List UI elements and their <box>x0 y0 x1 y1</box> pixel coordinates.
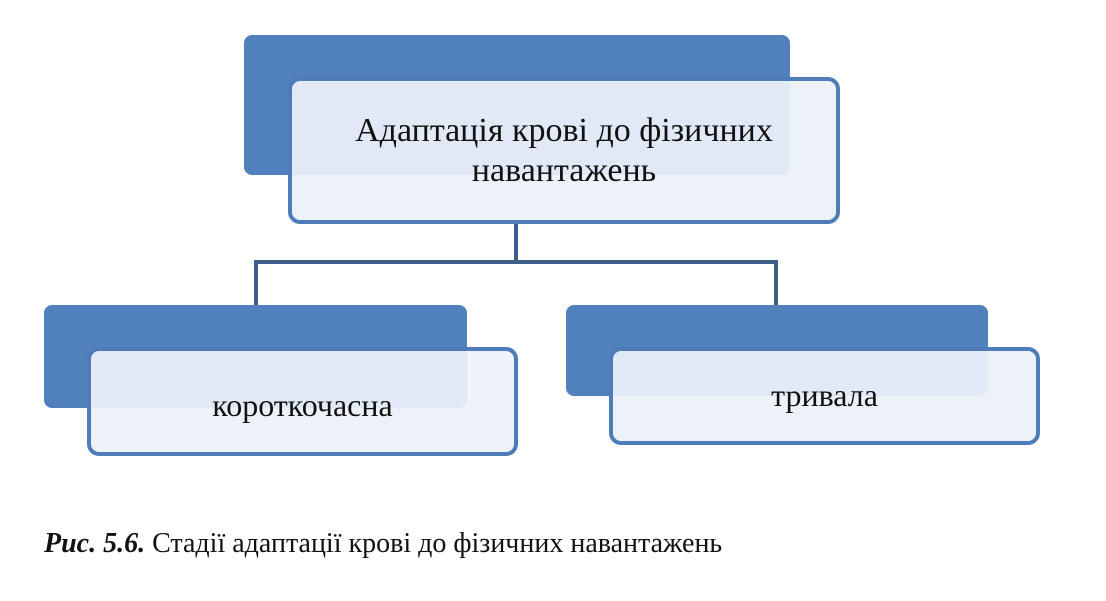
root-node-label: Адаптація крові до фізичних навантажень <box>355 111 773 189</box>
child-node-long-term: тривала <box>609 347 1040 445</box>
figure-caption-text: Стадії адаптації крові до фізичних наван… <box>145 528 723 559</box>
child-node-short-term: короткочасна <box>87 347 518 456</box>
child-node-long-term-label: тривала <box>771 376 878 413</box>
root-node: Адаптація крові до фізичних навантажень <box>288 77 840 224</box>
figure-caption: Рис. 5.6. Стадії адаптації крові до фізи… <box>44 528 722 560</box>
figure-caption-number: Рис. 5.6. <box>44 528 146 559</box>
child-node-short-term-label: короткочасна <box>212 387 393 423</box>
